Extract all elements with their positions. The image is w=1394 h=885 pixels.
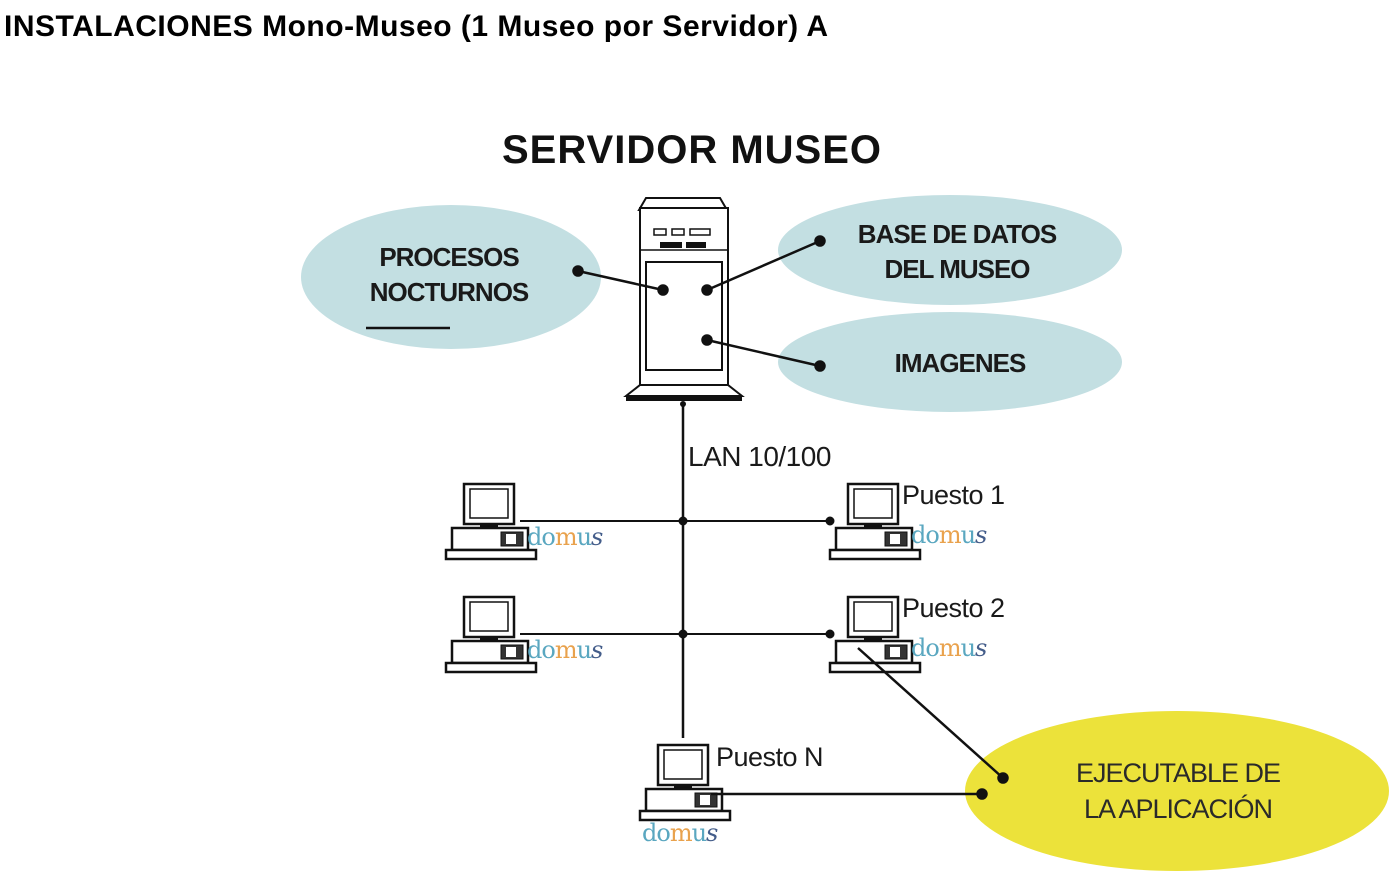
puesto-2-label: Puesto 2 bbox=[902, 593, 1005, 623]
base-datos-label-line1: BASE DE DATOS bbox=[858, 219, 1057, 249]
lan-label: LAN 10/100 bbox=[688, 441, 831, 472]
domus-logo-icon: domus bbox=[911, 521, 987, 549]
domus-logo-icon: domus bbox=[527, 523, 603, 551]
bubble-ejecutable bbox=[965, 711, 1389, 871]
server-tower-icon bbox=[623, 197, 745, 401]
procesos-label-line2: NOCTURNOS bbox=[370, 277, 529, 307]
ejecutable-label-line2: LA APLICACIÓN bbox=[1084, 793, 1272, 824]
domus-logo-icon: domus bbox=[642, 819, 718, 847]
procesos-label-line1: PROCESOS bbox=[379, 242, 519, 272]
domus-logo-icon: domus bbox=[911, 634, 987, 662]
bubble-imagenes bbox=[778, 312, 1122, 412]
bubble-base-de-datos bbox=[778, 195, 1122, 305]
domus-logo-icon: domus bbox=[527, 636, 603, 664]
ejecutable-label-line1: EJECUTABLE DE bbox=[1076, 758, 1280, 788]
server-title: SERVIDOR MUSEO bbox=[502, 128, 882, 172]
puesto-1-label: Puesto 1 bbox=[902, 480, 1005, 510]
imagenes-label: IMAGENES bbox=[895, 348, 1026, 378]
puesto-n-label: Puesto N bbox=[716, 742, 823, 772]
page-title: INSTALACIONES Mono-Museo (1 Museo por Se… bbox=[4, 10, 829, 43]
bubble-procesos-nocturnos bbox=[301, 205, 601, 349]
base-datos-label-line2: DEL MUSEO bbox=[884, 254, 1030, 284]
